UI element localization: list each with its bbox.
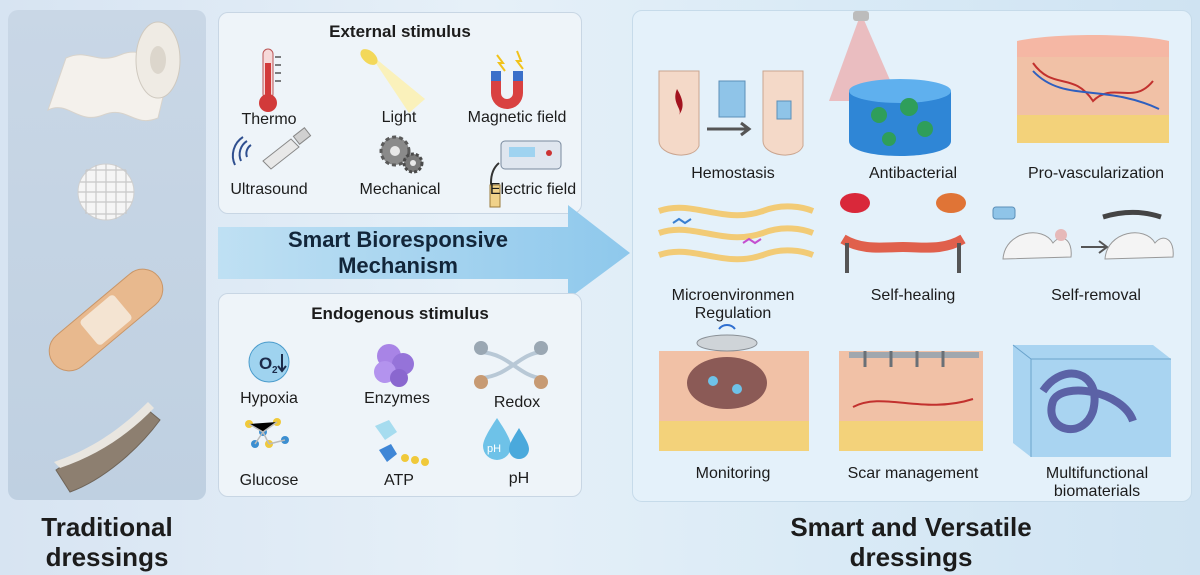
magnetic-field-label: Magnetic field [467, 109, 567, 126]
o2-text: O [259, 354, 272, 373]
ph-drop-icon: pH [483, 418, 529, 460]
glucose-label: Glucose [239, 472, 299, 489]
multifunctional-biomaterials-illustration [1012, 344, 1171, 457]
self-removal-illustration [992, 206, 1174, 260]
external-stimulus-panel: External stimulus [218, 12, 582, 214]
self-removal-label: Self-removal [1051, 287, 1141, 304]
oxygen-icon: O 2 [248, 341, 290, 383]
hypoxia-label: Hypoxia [240, 390, 298, 407]
enzyme-icon [374, 344, 414, 387]
o2-sub-text: 2 [272, 365, 278, 376]
microenvironment-regulation-label: Microenvironmen Regulation [671, 287, 795, 322]
pro-vascularization-label: Pro-vascularization [1027, 165, 1165, 182]
mechanism-label: Smart Bioresponsive Mechanism [287, 227, 509, 278]
redox-icon [474, 341, 548, 389]
light-label: Light [381, 109, 417, 126]
mechanism-arrow [218, 205, 630, 299]
scar-management-illustration [839, 351, 983, 451]
enzymes-label: Enzymes [364, 390, 430, 407]
atp-label: ATP [384, 472, 414, 489]
external-stimulus-title: External stimulus [329, 22, 471, 41]
multifunctional-biomaterials-label: Multifunctional biomaterials [1045, 465, 1149, 500]
ph-label: pH [508, 470, 530, 487]
microenvironment-regulation-illustration [658, 203, 815, 263]
redox-label: Redox [493, 394, 541, 411]
gauze-ball-icon [77, 163, 135, 221]
traditional-dressings-title: Traditional dressings [41, 512, 173, 572]
self-healing-label: Self-healing [870, 287, 956, 304]
ultrasound-label: Ultrasound [230, 181, 308, 198]
traditional-dressings-illustrations [47, 21, 181, 493]
hemostasis-label: Hemostasis [691, 165, 775, 182]
electric-device-icon [489, 140, 562, 208]
pro-vascularization-illustration [1017, 35, 1169, 143]
external-stimulus-icons [231, 48, 562, 208]
endogenous-stimulus-title: Endogenous stimulus [311, 304, 489, 323]
smart-dressings-panel: Hemostasis Antibacterial Pro-vasculariza… [632, 10, 1192, 502]
scar-management-label: Scar management [847, 465, 979, 482]
antibacterial-illustration [829, 11, 951, 156]
ph-icon-text: pH [487, 443, 501, 455]
adhesive-bandage-icon [48, 268, 164, 372]
atp-icon [375, 420, 429, 466]
electric-field-label: Electric field [489, 181, 577, 198]
gears-icon [379, 135, 424, 174]
hemostasis-illustration [658, 70, 804, 156]
magnet-icon [491, 50, 524, 109]
glucose-icon [245, 418, 289, 448]
thermometer-icon [259, 48, 281, 112]
endogenous-stimulus-panel: Endogenous stimulus O 2 [218, 293, 582, 497]
smart-dressings-title: Smart and Versatile dressings [790, 512, 1032, 572]
ultrasound-probe-icon [231, 127, 312, 170]
endogenous-stimulus-icons: O 2 pH [245, 341, 548, 466]
mechanical-label: Mechanical [359, 181, 441, 198]
thermo-label: Thermo [241, 111, 297, 128]
self-healing-illustration [840, 193, 966, 273]
antibacterial-label: Antibacterial [868, 165, 958, 182]
light-icon [360, 49, 425, 113]
wound-patch-icon [54, 402, 161, 493]
traditional-dressings-panel [8, 10, 206, 500]
monitoring-label: Monitoring [695, 465, 771, 482]
monitoring-illustration [659, 324, 809, 451]
smart-dressings-illustrations [658, 11, 1174, 457]
bandage-roll-icon [47, 21, 181, 122]
